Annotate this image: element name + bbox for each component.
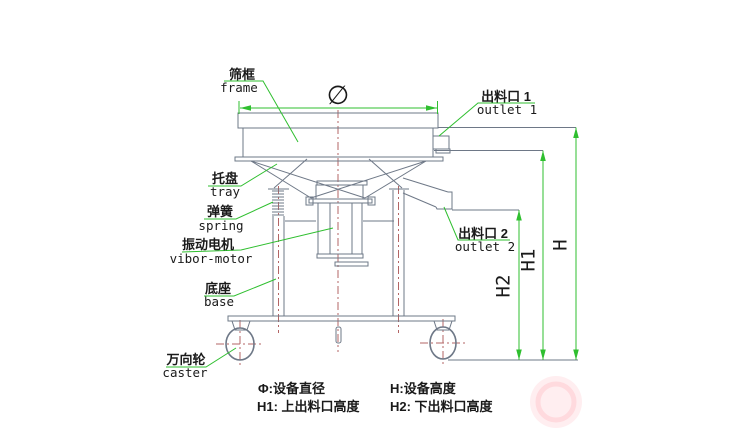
outlet1-leader xyxy=(438,102,535,137)
h-dimension-label: H xyxy=(550,239,572,250)
outlet2-label-zh: 出料口 2 xyxy=(458,226,508,241)
caster-leader xyxy=(166,347,237,368)
left-caster-wheel xyxy=(225,327,255,361)
diameter-symbol: ∅ xyxy=(327,81,350,111)
motor-leader xyxy=(181,227,334,253)
h2-dimension-label: H2 xyxy=(493,275,515,298)
right-spring-arm xyxy=(368,158,403,189)
dimension-diameter: ∅ xyxy=(238,81,438,114)
motor-body xyxy=(317,202,363,255)
spring-label-en: spring xyxy=(198,218,243,233)
caster-label-zh: 万向轮 xyxy=(165,352,205,367)
motor-flange xyxy=(308,198,373,204)
base-columns xyxy=(272,190,405,344)
tray-leader xyxy=(208,163,278,187)
frame-label-en: frame xyxy=(220,80,258,95)
legend-outlet2-height: H2: 下出料口高度 xyxy=(390,399,494,414)
vibration-motor xyxy=(305,180,376,267)
motor-bottom-bar xyxy=(334,261,369,267)
platform xyxy=(227,315,456,322)
base-platform xyxy=(227,315,456,331)
frame-label-zh: 筛框 xyxy=(229,67,255,82)
spring-coil xyxy=(268,188,409,216)
tray-label-zh: 托盘 xyxy=(212,171,238,186)
dimension-h1: H1 xyxy=(434,150,546,360)
base-label-zh: 底座 xyxy=(205,281,231,296)
outlet1-label-en: outlet 1 xyxy=(477,102,537,117)
leader-lines xyxy=(166,80,535,368)
outlet2-label-en: outlet 2 xyxy=(455,239,515,254)
caster-label-en: caster xyxy=(162,365,208,380)
right-caster-wheel xyxy=(429,326,457,360)
spring-leader xyxy=(204,201,274,220)
right-wheel-bracket xyxy=(433,320,453,331)
outlet2-leader xyxy=(443,206,510,241)
motor-bottom-flange xyxy=(316,253,364,259)
outlet1-spout xyxy=(432,135,450,150)
legend-outlet1-height: H1: 上出料口高度 xyxy=(257,399,361,414)
motor-label-en: vibor-motor xyxy=(170,251,253,266)
outlet2-chute xyxy=(402,177,453,210)
base-leader xyxy=(204,278,277,297)
funnel-tray xyxy=(250,158,427,199)
dimension-h2: H2 xyxy=(452,209,522,360)
legend-diameter: Φ:设备直径 xyxy=(258,381,325,396)
caster-wheels xyxy=(225,326,457,361)
frame-bottom-flange xyxy=(234,156,444,162)
base-label-en: base xyxy=(204,294,234,309)
watermark-ghost xyxy=(530,376,582,428)
motor-upper-block xyxy=(315,184,364,200)
motor-label-zh: 振动电机 xyxy=(182,237,234,252)
center-pin xyxy=(335,326,342,344)
sieve-frame xyxy=(234,112,451,162)
left-spring-arm xyxy=(273,158,308,189)
frame-leader xyxy=(224,80,299,143)
dimension-h: H xyxy=(438,127,579,360)
coil-hatching xyxy=(272,190,284,216)
arrow-left-icon xyxy=(240,105,251,111)
tray-label-en: tray xyxy=(210,184,241,199)
h1-dimension-label: H1 xyxy=(518,249,540,272)
arrow-right-icon xyxy=(426,105,437,111)
legend-height: H:设备高度 xyxy=(390,381,457,396)
outlet1-label-zh: 出料口 1 xyxy=(481,89,531,104)
legend: Φ:设备直径 H:设备高度 H1: 上出料口高度 H2: 下出料口高度 xyxy=(257,381,494,414)
part-labels: 筛框 frame 托盘 tray 弹簧 spring 振动电机 vibor-mo… xyxy=(162,67,537,380)
spring-label-zh: 弹簧 xyxy=(207,204,233,219)
